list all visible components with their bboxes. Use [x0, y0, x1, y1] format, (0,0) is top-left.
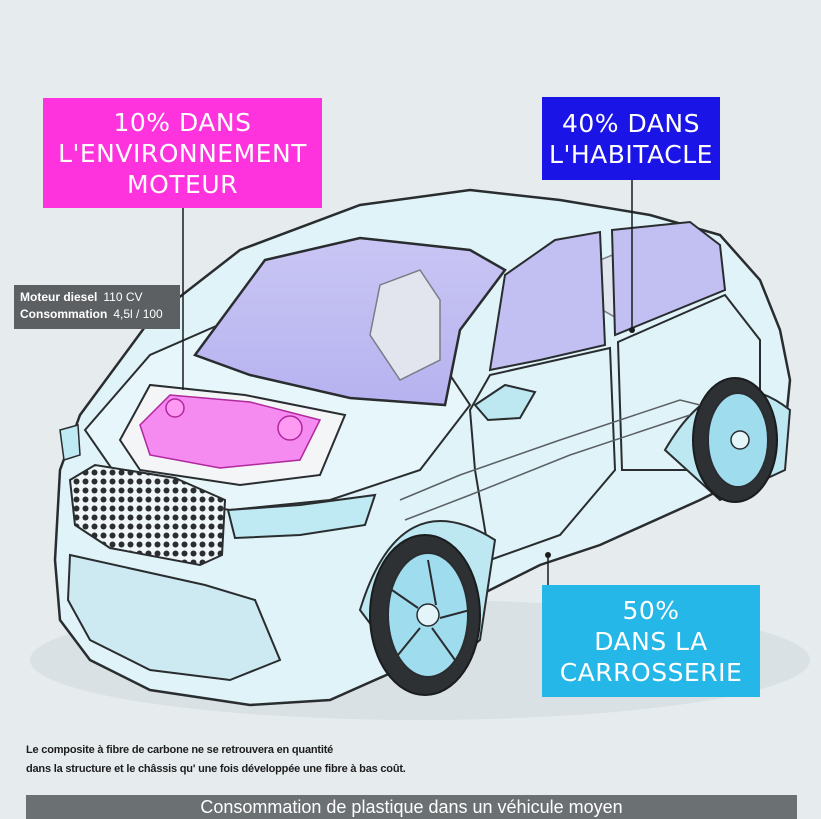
engine-spec-row: Moteur diesel 110 CV — [20, 289, 180, 306]
cabin-share-text: 40% DANS L'HABITACLE — [549, 108, 713, 169]
front-door — [468, 346, 617, 562]
engine-share-callout: 10% DANS L'ENVIRONNEMENT MOTEUR — [43, 98, 322, 208]
engine-block — [139, 394, 322, 469]
rear-side-window — [610, 220, 727, 337]
caption-bar: Consommation de plastique dans un véhicu… — [26, 795, 797, 819]
body-share-callout: 50% DANS LA CARROSSERIE — [542, 585, 760, 697]
front-seat — [369, 269, 441, 381]
engine-spec-box: Moteur diesel 110 CV Consommation 4,5l /… — [14, 285, 180, 329]
consumption-spec-row: Consommation 4,5l / 100 — [20, 306, 180, 323]
front-side-window — [488, 230, 607, 372]
chassis-rail-lower — [404, 414, 691, 521]
chassis-rail — [399, 399, 701, 501]
front-bumper — [66, 553, 282, 682]
front-hub — [416, 603, 440, 627]
footnote-line-2: dans la structure et le châssis qu' une … — [26, 763, 406, 775]
front-grille — [68, 463, 227, 567]
cabin-share-callout: 40% DANS L'HABITACLE — [542, 97, 720, 180]
consumption-spec-label: Consommation — [20, 307, 108, 321]
engine-spec-value: 110 CV — [103, 290, 143, 304]
footnote-line-1: Le composite à fibre de carbone ne se re… — [26, 744, 334, 756]
headlight — [226, 493, 377, 540]
body-share-text: 50% DANS LA CARROSSERIE — [559, 595, 743, 687]
side-mirror — [473, 383, 537, 422]
engine-share-text: 10% DANS L'ENVIRONNEMENT MOTEUR — [58, 107, 307, 199]
front-rim-spokes — [391, 559, 471, 661]
footnote: Le composite à fibre de carbone ne se re… — [26, 741, 546, 779]
consumption-spec-value: 4,5l / 100 — [113, 307, 163, 321]
engine-cap-2 — [165, 398, 185, 418]
engine-cap — [277, 415, 303, 441]
side-light — [59, 424, 81, 461]
rear-hub — [730, 430, 750, 450]
engine-spec-label: Moteur diesel — [20, 290, 98, 304]
